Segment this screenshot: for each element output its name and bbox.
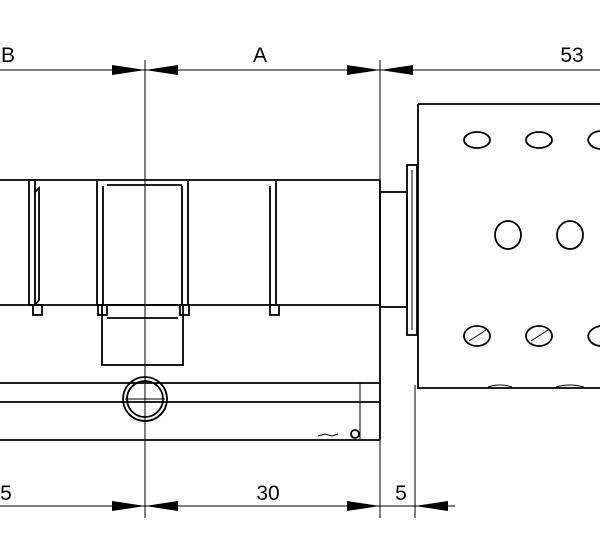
knob-grip-hole [463, 131, 491, 149]
pin-segments [28, 179, 280, 316]
bottom-dimension-line [0, 501, 455, 511]
knob-grip-hole [556, 220, 584, 250]
thumb-turn-knob [417, 103, 600, 389]
dim-label-bottom-left: 5 [0, 482, 12, 505]
top-dimension-line [0, 65, 600, 75]
cam-slot [101, 184, 184, 366]
screw-hole [122, 376, 168, 422]
dim-label-b: B [1, 44, 15, 67]
collar [379, 164, 418, 336]
knob-grip-hole [463, 325, 491, 347]
dim-label-bottom-right: 5 [395, 482, 407, 505]
dim-label-53: 53 [560, 44, 583, 67]
dim-label-a: A [253, 44, 267, 67]
knob-grip-hole [525, 325, 553, 347]
knob-grip-hole [525, 131, 553, 149]
cylinder-body [0, 179, 381, 441]
knob-grip-hole [494, 220, 522, 250]
dim-label-30: 30 [256, 482, 279, 505]
